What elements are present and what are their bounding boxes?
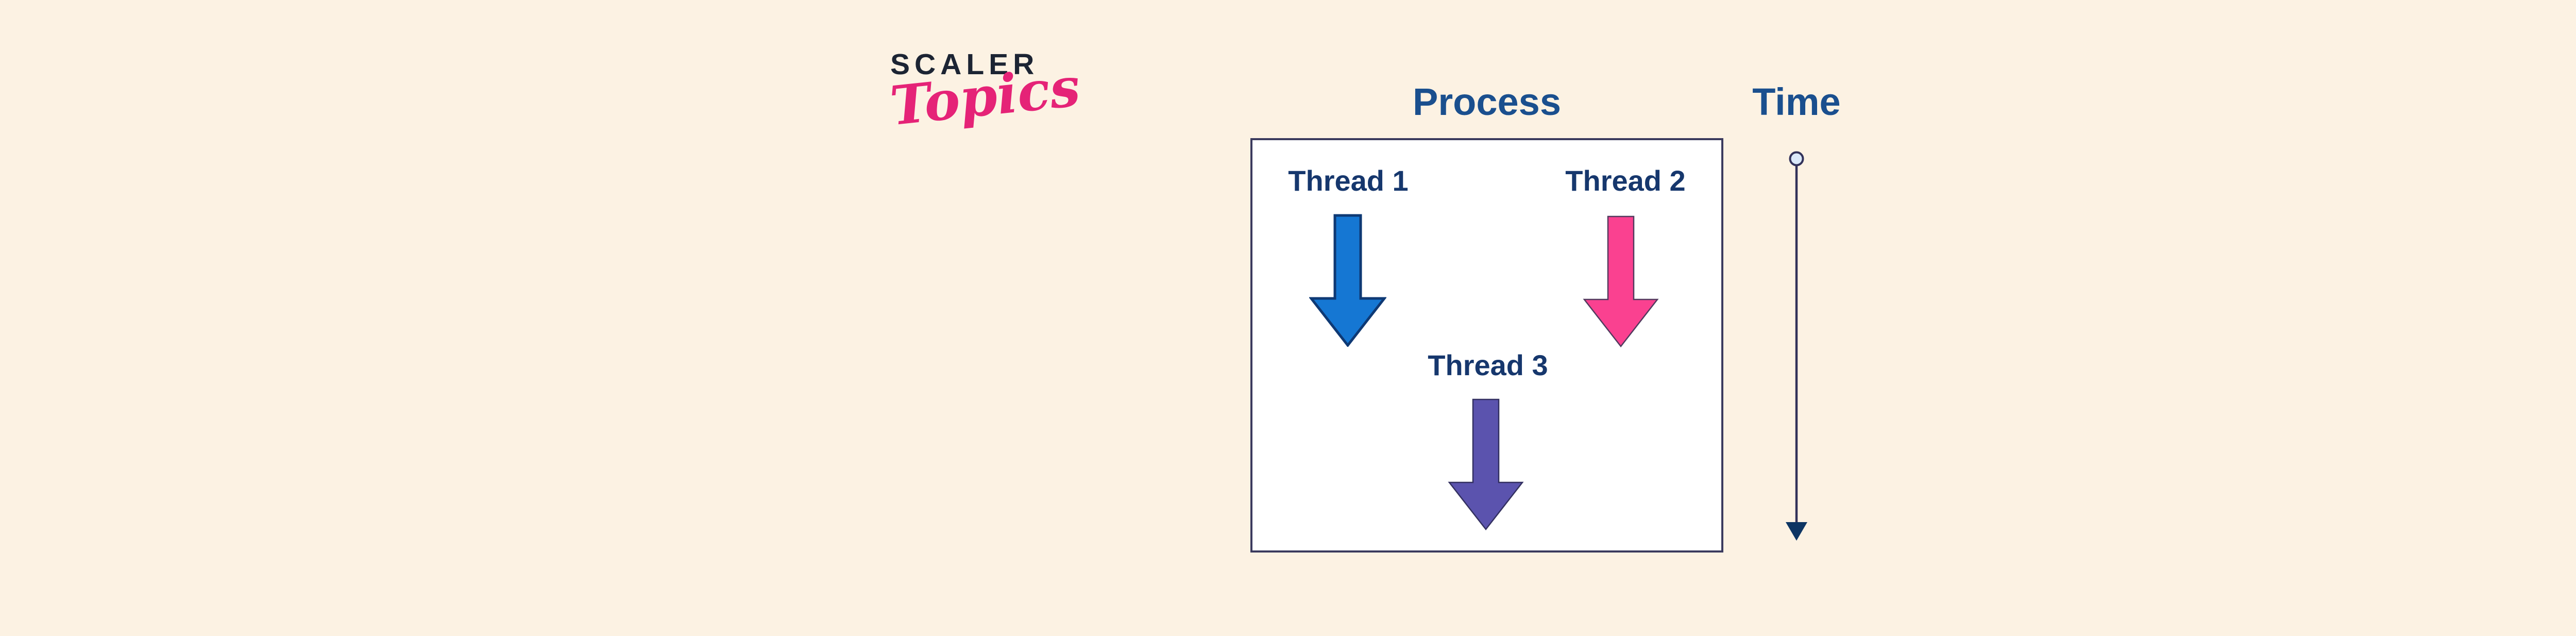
thread-3-arrow-shape (1448, 398, 1524, 531)
time-title: Time (1752, 80, 1841, 123)
logo-script-text: Topics (887, 55, 1083, 138)
thread-1-arrow-shape (1309, 214, 1386, 347)
time-axis-start-circle (1789, 151, 1804, 166)
thread-1-label: Thread 1 (1288, 164, 1409, 197)
thread-2-arrow-shape (1583, 215, 1659, 348)
time-axis-arrowhead-icon (1786, 522, 1807, 541)
scaler-topics-logo: SCALER Topics (887, 47, 1083, 138)
thread-2-arrow-down-icon (1583, 215, 1659, 348)
time-axis (1786, 151, 1807, 541)
process-box: Thread 1 Thread 2 Thread 3 (1250, 138, 1723, 553)
logo-brand-text: SCALER (890, 48, 1039, 81)
thread-3-label: Thread 3 (1428, 349, 1548, 381)
thread-1-arrow-down-icon (1309, 214, 1386, 347)
process-title: Process (1413, 80, 1561, 123)
thread-2-label: Thread 2 (1565, 164, 1686, 197)
thread-3-arrow-down-icon (1448, 398, 1524, 531)
